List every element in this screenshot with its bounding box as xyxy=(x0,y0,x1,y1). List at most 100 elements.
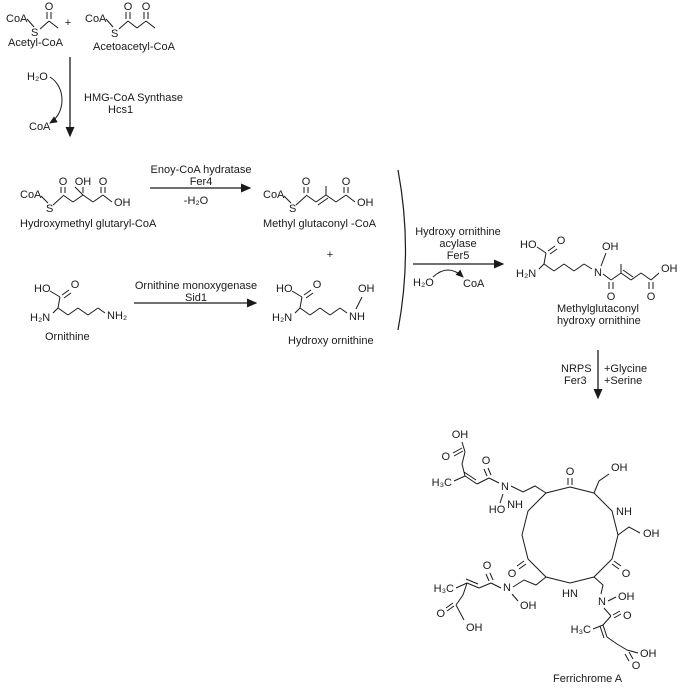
atom-label: N xyxy=(594,267,602,279)
compound-label-ferrichrome-a: Ferrichrome A xyxy=(553,673,623,685)
atom-label: S xyxy=(46,203,53,215)
gene-label: Fer4 xyxy=(190,176,213,188)
gene-label: Hcs1 xyxy=(108,104,133,116)
cosubstrate-label: +Serine xyxy=(604,375,642,387)
structure-ornithine: HO O H₂N NH₂ Ornithine xyxy=(30,279,127,343)
atom-label: OH xyxy=(640,648,657,660)
atom-label: OH xyxy=(520,600,537,612)
atom-label: O xyxy=(557,235,566,247)
atom-label: H₂N xyxy=(272,312,292,324)
compound-label-mgho: hydroxy ornithine xyxy=(557,315,641,327)
compound-label-acetoacetyl-coa: Acetoacetyl-CoA xyxy=(93,41,176,53)
atom-label: O xyxy=(508,568,517,580)
atom-label: NH₂ xyxy=(107,310,127,322)
atom-label: NH xyxy=(349,311,365,323)
atom-label: OH xyxy=(661,263,678,275)
structure-hydroxy-ornithine: HO O H₂N NH OH Hydroxy ornithine xyxy=(272,279,375,347)
atom-label: H₂N xyxy=(516,268,536,280)
arm-bonds xyxy=(592,576,639,662)
bonds xyxy=(40,186,113,206)
plus-operator: + xyxy=(327,249,333,261)
atom-label: S xyxy=(289,203,296,215)
atom-label: O xyxy=(342,176,351,188)
structure-ferrichrome-a: O NH O HN O NH OH OH N HO O H₃C O OH N O… xyxy=(432,429,660,685)
atom-label: O xyxy=(623,610,632,622)
cofactor-label: H₂O xyxy=(413,277,434,289)
gene-label: Fer3 xyxy=(564,375,587,387)
structure-methylglutaconyl-coa: CoA S O O OH Methyl glutaconyl -CoA xyxy=(263,176,377,230)
plus-operator: + xyxy=(65,17,71,29)
atom-label: H₂N xyxy=(30,312,50,324)
enzyme-label: acylase xyxy=(439,238,476,250)
atom-label: HN xyxy=(562,588,578,600)
structure-acetyl-coa: CoA S O Acetyl-CoA xyxy=(6,1,64,49)
atom-label: O xyxy=(482,455,491,467)
compound-label-ornithine: Ornithine xyxy=(45,331,90,343)
atom-label: O xyxy=(441,451,450,463)
enzyme-label: Hydroxy ornithine xyxy=(415,226,501,238)
structure-methylglutaconyl-hydroxy-ornithine: HO O H₂N N OH O O OH Methylglutaconyl hy… xyxy=(516,235,678,327)
atom-label: H₃C xyxy=(432,477,452,489)
atom-label: O xyxy=(566,466,575,478)
bonds xyxy=(105,12,156,30)
gene-label: Fer5 xyxy=(447,250,470,262)
enzyme-label: Ornithine monoxygenase xyxy=(135,280,257,292)
macrocycle-ring xyxy=(521,486,619,584)
enzyme-label: Enoy-CoA hydratase xyxy=(151,164,252,176)
atom-label: OH xyxy=(643,528,660,540)
cofactor-arrow xyxy=(49,76,63,124)
structure-hmg-coa: CoA S O OH O OH Hydroxymethyl glutaryl-C… xyxy=(20,176,157,230)
cofactor-label: CoA xyxy=(463,278,485,290)
arm-bonds xyxy=(445,572,547,621)
atom-label: H₃C xyxy=(434,583,454,595)
compound-label-mgho: Methylglutaconyl xyxy=(557,303,639,315)
cofactor-label: CoA xyxy=(29,121,51,133)
gene-label: Sid1 xyxy=(185,292,207,304)
bonds xyxy=(49,289,106,316)
reaction-hmg-coa-synthase: H₂O CoA HMG-CoA Synthase Hcs1 xyxy=(27,57,183,138)
atom-label: O xyxy=(622,568,631,580)
compound-label-hydroxy-ornithine: Hydroxy ornithine xyxy=(288,335,374,347)
atom-label: OH xyxy=(358,283,375,295)
atom-label: OH xyxy=(466,622,483,634)
atom-label: HO xyxy=(520,239,537,251)
atom-label: O xyxy=(59,176,68,188)
atom-label: O xyxy=(99,176,108,188)
reaction-nrps: NRPS Fer3 +Glycine +Serine xyxy=(561,350,647,400)
cofactor-arrow xyxy=(432,269,464,278)
atom-label: OH xyxy=(611,462,628,474)
enzyme-label: NRPS xyxy=(561,363,592,375)
atom-label: CoA xyxy=(20,189,42,201)
atom-label: O xyxy=(436,608,445,620)
atom-label: O xyxy=(71,279,80,291)
atom-label: O xyxy=(647,291,656,303)
combine-bracket xyxy=(397,169,407,331)
atom-label: S xyxy=(111,28,118,40)
bonds xyxy=(283,186,356,206)
atom-label: OH xyxy=(357,197,374,209)
atom-label: O xyxy=(313,279,322,291)
atom-label: O xyxy=(142,1,151,13)
atom-label: HO xyxy=(34,283,51,295)
reaction-ornithine-monoxygenase: Ornithine monoxygenase Sid1 xyxy=(134,280,258,308)
atom-label: OH xyxy=(452,429,469,441)
compound-label-hmg-coa: Hydroxymethyl glutaryl-CoA xyxy=(20,218,157,230)
atom-label: N xyxy=(503,582,511,594)
cofactor-label: H₂O xyxy=(27,71,48,83)
atom-label: NH xyxy=(507,499,523,511)
atom-label: HO xyxy=(489,504,506,516)
atom-label: OH xyxy=(75,176,92,188)
atom-label: O xyxy=(483,560,492,572)
atom-label: O xyxy=(45,1,54,13)
cosubstrate-label: +Glycine xyxy=(604,363,647,375)
atom-label: CoA xyxy=(263,189,285,201)
bonds xyxy=(291,289,363,316)
enzyme-label: HMG-CoA Synthase xyxy=(84,92,183,104)
atom-label: OH xyxy=(114,197,131,209)
atom-label: NH xyxy=(616,506,632,518)
reaction-hydroxy-ornithine-acylase: Hydroxy ornithine acylase Fer5 H₂O CoA xyxy=(413,226,505,290)
atom-label: H₃C xyxy=(571,624,591,636)
atom-label: OH xyxy=(602,241,619,253)
